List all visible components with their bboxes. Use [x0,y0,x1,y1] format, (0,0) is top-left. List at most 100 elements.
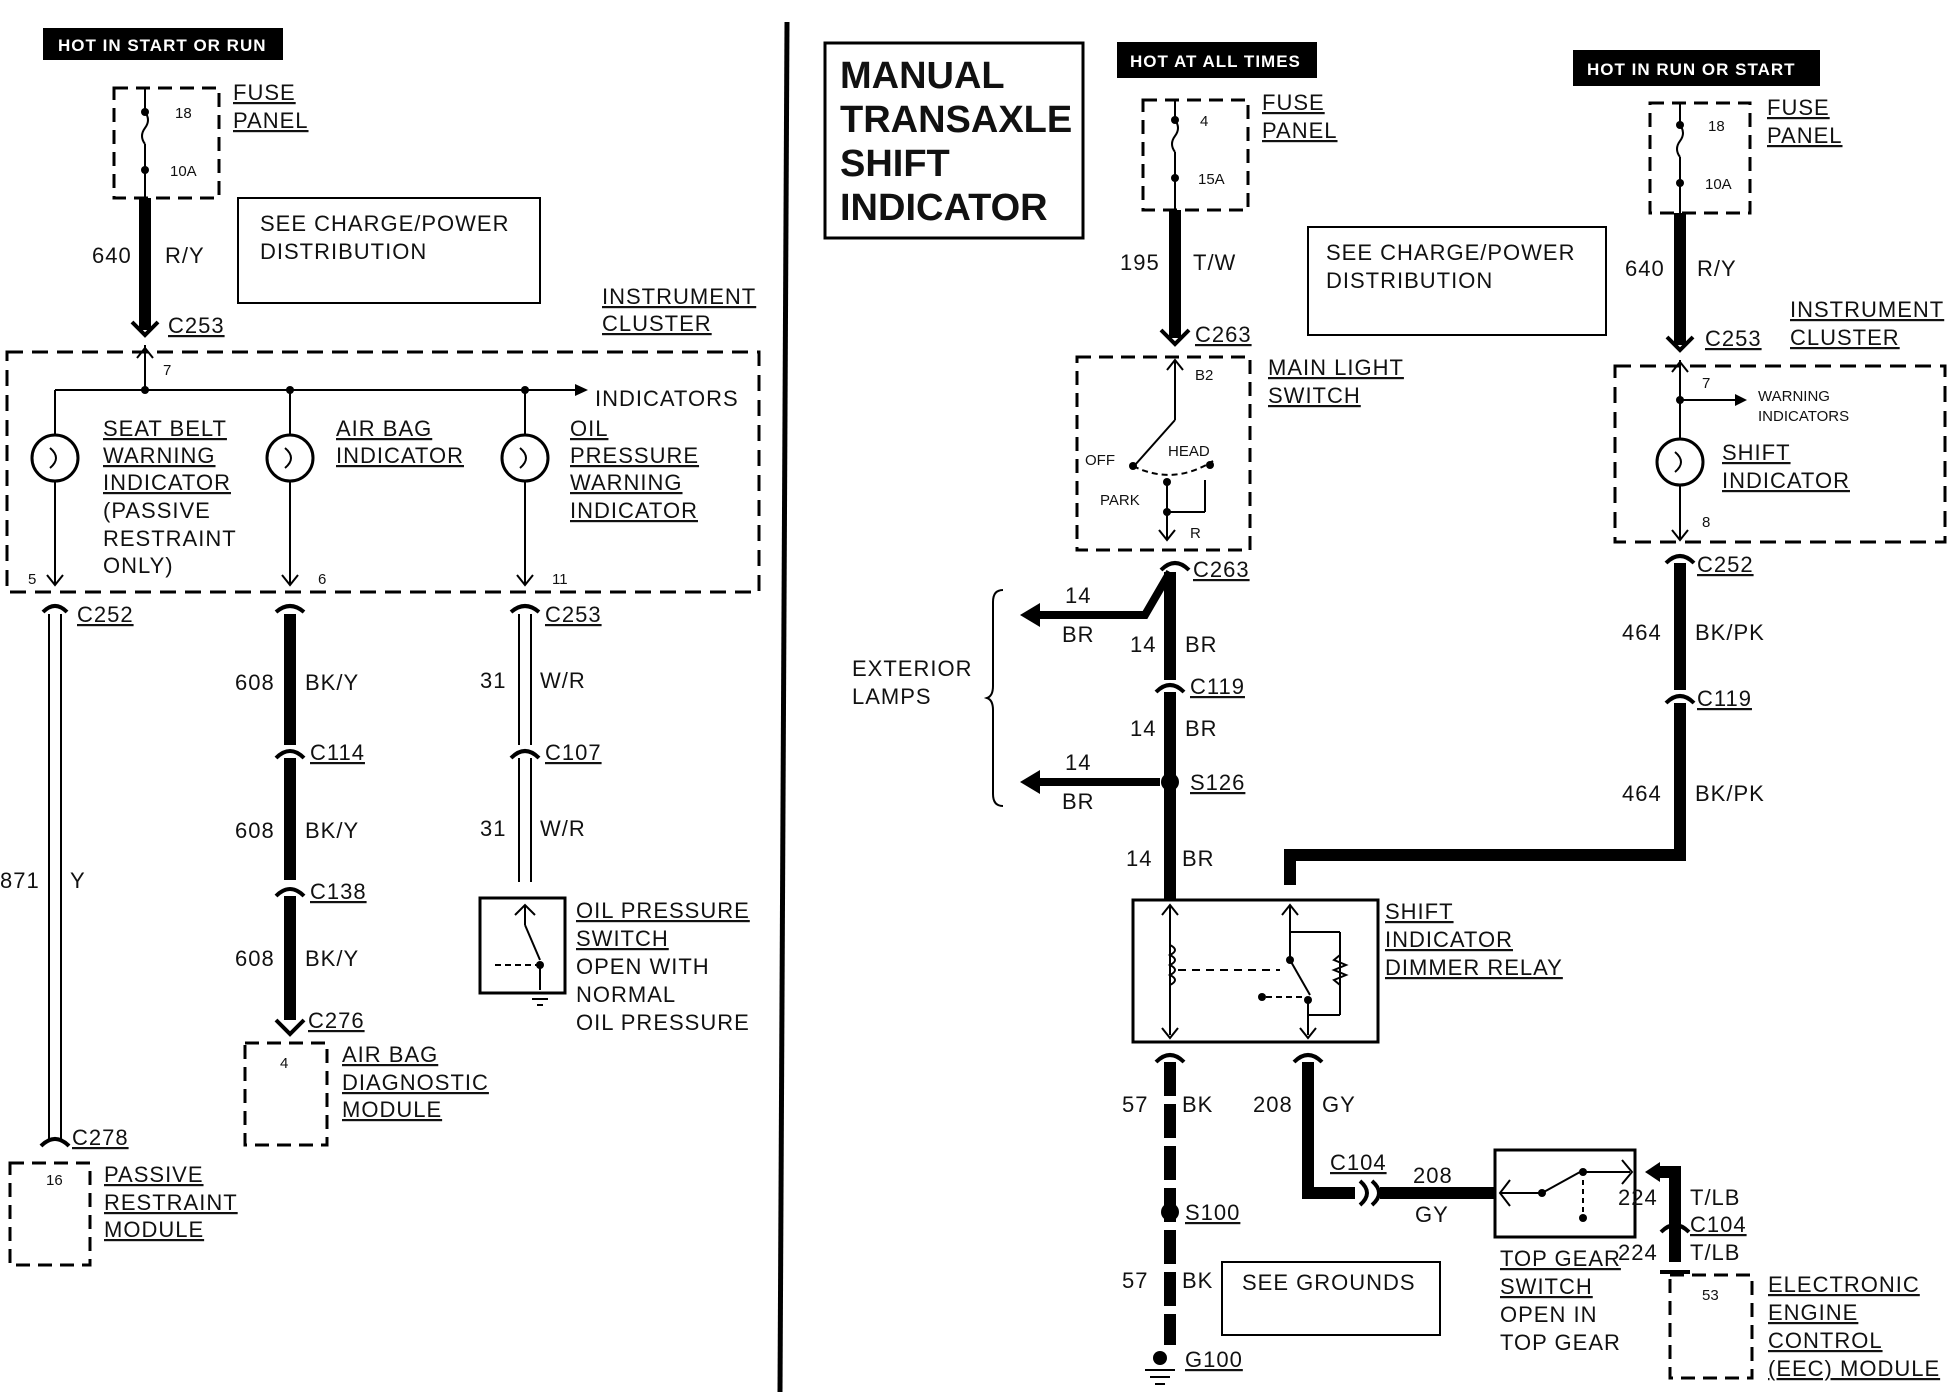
wire-31-color-1: W/R [540,668,586,693]
eec-line1: ELECTRONIC [1768,1272,1920,1297]
eec-line2: ENGINE [1768,1300,1858,1325]
air-bag-module-line3: MODULE [342,1097,442,1122]
wire-31-number-1: 31 [480,668,506,693]
connector-c104-right: C104 [1690,1212,1747,1237]
wire-208-number-2: 208 [1413,1163,1453,1188]
oil-switch-line4: NORMAL [576,982,676,1007]
pin-7-left: 7 [163,362,171,379]
note-charge-left-1: SEE CHARGE/POWER [260,211,509,236]
exterior-lamps-line2: LAMPS [852,684,932,709]
air-bag-indicator: 6 AIR BAG INDICATOR [265,390,464,588]
exterior-lamps: EXTERIOR LAMPS [852,589,1004,807]
connector-c253-oil: C253 [545,602,602,627]
wire-14-seg2-color: BR [1185,716,1218,741]
connector-c107: C107 [545,740,602,765]
seat-belt-line2: WARNING [103,443,216,468]
connector-c253-left: C253 [168,313,225,338]
wire-195-color: T/W [1193,250,1236,275]
wire-208: 208 GY C104 208 GY [1253,1053,1495,1227]
oil-line3: WARNING [570,470,683,495]
wire-224-color-2: T/LB [1690,1240,1740,1265]
title-line3: SHIFT [840,143,950,185]
wire-14-branch2-number: 14 [1065,750,1091,775]
wire-57-number-2: 57 [1122,1268,1148,1293]
main-light-line1: MAIN LIGHT [1268,355,1404,380]
wire-31-number-2: 31 [480,816,506,841]
panel-divider [777,21,790,1392]
wire-464-number-2: 464 [1622,781,1662,806]
pin-6: 6 [318,571,326,588]
fuse-middle-label2: PANEL [1262,118,1338,143]
fuse-right-label2: PANEL [1767,123,1843,148]
top-gear-line1: TOP GEAR [1500,1246,1621,1271]
air-bag-module-line2: DIAGNOSTIC [342,1070,489,1095]
banner-left-text: HOT IN START OR RUN [58,36,267,55]
wire-14-branch2-color: BR [1062,789,1095,814]
connector-c252-left: C252 [77,602,134,627]
oil-switch-line5: OIL PRESSURE [576,1010,750,1035]
note-charge-right-1: SEE CHARGE/POWER [1326,240,1575,265]
shift-indicator-line1: SHIFT [1722,440,1791,465]
wire-14-seg3-color: BR [1182,846,1215,871]
shift-indicator-dimmer-relay: SHIFT INDICATOR DIMMER RELAY [1131,898,1563,1044]
wire-608-number-2: 608 [235,818,275,843]
oil-line2: PRESSURE [570,443,699,468]
wire-31-color-2: W/R [540,816,586,841]
cluster-right-label2: CLUSTER [1790,325,1900,350]
wire-608-number-1: 608 [235,670,275,695]
wire-14-seg2-number: 14 [1130,716,1156,741]
wire-57-number-1: 57 [1122,1092,1148,1117]
shift-indicator-line2: INDICATOR [1722,468,1850,493]
wire-57-color-2: BK [1182,1268,1213,1293]
middle-power-banner: HOT AT ALL TIMES [1117,42,1317,78]
fuse-middle-label1: FUSE [1262,90,1325,115]
wire-608-color-3: BK/Y [305,946,359,971]
eec-line4: (EEC) MODULE [1768,1356,1940,1381]
connector-c119-right: C119 [1697,686,1752,711]
wire-464: C252 464 BK/PK C119 464 BK/PK [1284,552,1764,885]
wire-640-left: 640 R/Y C253 [92,198,225,338]
passive-restraint-module: 16 PASSIVE RESTRAINT MODULE [8,1161,237,1267]
title-line2: TRANSAXLE [840,99,1072,141]
note-charge-right: SEE CHARGE/POWER DISTRIBUTION [1307,226,1607,336]
fuse-left: 18 10A FUSE PANEL [112,80,309,200]
dimmer-relay-line3: DIMMER RELAY [1385,955,1563,980]
top-gear-line4: TOP GEAR [1500,1330,1621,1355]
warning-indicators-1: WARNING [1758,388,1830,405]
fuse-left-label1: FUSE [233,80,296,105]
eec-line3: CONTROL [1768,1328,1883,1353]
connector-c253-right: C253 [1705,326,1762,351]
wire-14-seg1-number: 14 [1130,632,1156,657]
oil-line1: OIL [570,416,608,441]
main-light-line2: SWITCH [1268,383,1361,408]
fuse-middle: 4 15A FUSE PANEL [1141,90,1338,212]
left-power-banner: HOT IN START OR RUN [43,28,283,60]
pin-b2: B2 [1195,367,1213,384]
fuse-right-number: 18 [1708,118,1725,135]
note-charge-left-2: DISTRIBUTION [260,239,427,264]
cluster-left-label1: INSTRUMENT [602,284,756,309]
seat-belt-line4: (PASSIVE [103,498,211,523]
diagram-title: MANUAL TRANSAXLE SHIFT INDICATOR [823,41,1085,240]
warning-indicators-2: INDICATORS [1758,408,1849,425]
wire-608-number-3: 608 [235,946,275,971]
wire-14-seg3-number: 14 [1126,846,1152,871]
cluster-right-label1: INSTRUMENT [1790,297,1944,322]
air-bag-line2: INDICATOR [336,443,464,468]
wire-871-number: 871 [0,868,40,893]
connector-c119-left: C119 [1190,674,1245,699]
pin-5: 5 [28,571,36,588]
fuse-middle-rating: 15A [1198,171,1225,188]
cluster-bus-left: 7 INDICATORS [55,345,739,411]
eec-module: 53 ELECTRONIC ENGINE CONTROL (EEC) MODUL… [1668,1272,1940,1381]
cluster-indicators-label: INDICATORS [595,386,739,411]
wire-208-color-1: GY [1322,1092,1356,1117]
wire-195: 195 T/W C263 [1120,210,1252,347]
connector-c263-top: C263 [1195,322,1252,347]
wire-608-color-1: BK/Y [305,670,359,695]
fuse-right-label1: FUSE [1767,95,1830,120]
fuse-left-label2: PANEL [233,108,309,133]
wire-640-left-color: R/Y [165,243,205,268]
connector-c263-bottom: C263 [1193,557,1250,582]
